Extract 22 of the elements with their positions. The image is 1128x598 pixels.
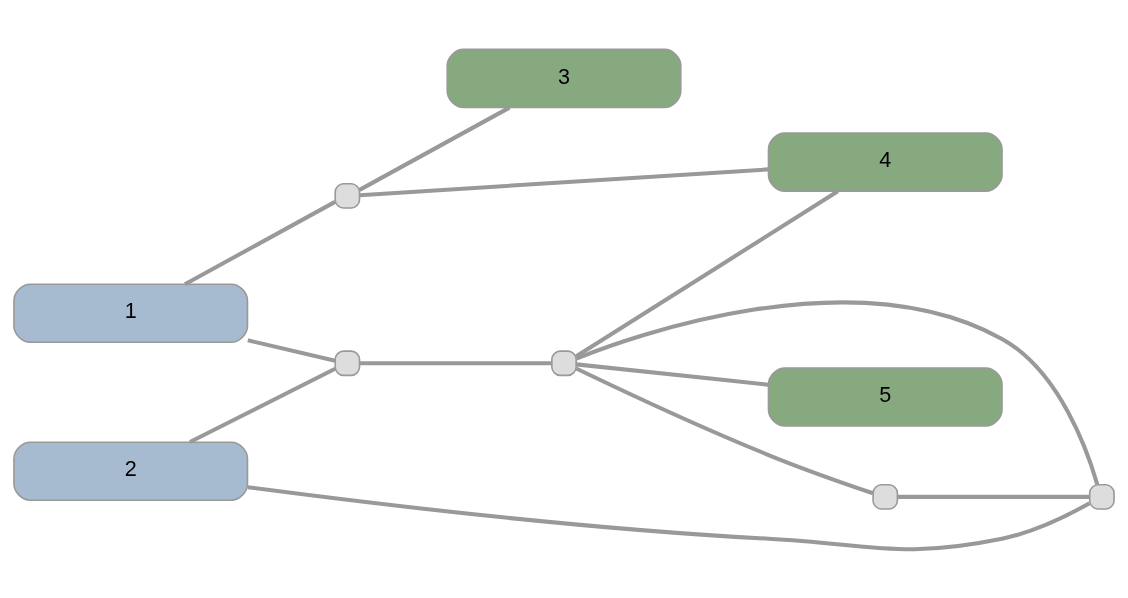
- connector: [183, 199, 336, 286]
- node-box: 3: [446, 48, 682, 108]
- node-box: [1088, 483, 1115, 510]
- node-box: [551, 349, 577, 376]
- connector: [575, 366, 874, 495]
- connector: [189, 366, 337, 444]
- connector: [575, 188, 839, 358]
- node-box: 5: [767, 366, 1003, 427]
- connector: [575, 300, 1100, 485]
- connector: [576, 361, 769, 387]
- connector: [359, 166, 769, 197]
- connector: [897, 494, 1090, 499]
- node-box: 2: [13, 440, 249, 501]
- connector: [358, 105, 511, 192]
- node-box: [334, 182, 361, 209]
- node-box: 4: [767, 131, 1003, 192]
- node-box: [872, 483, 899, 510]
- connector: [359, 360, 552, 365]
- connector: [247, 484, 1091, 551]
- node-box: 1: [13, 282, 249, 343]
- connector: [247, 337, 336, 363]
- node-box: [334, 349, 361, 376]
